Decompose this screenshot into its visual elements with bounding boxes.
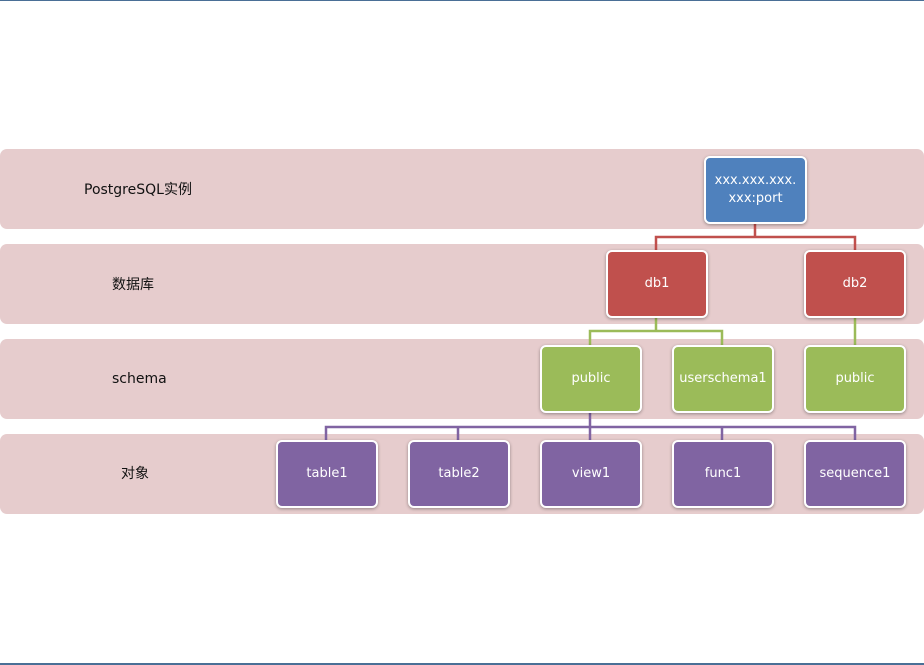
public-schema-label-db2: public: [835, 371, 875, 386]
sequence1-node: sequence1: [804, 440, 906, 508]
public-schema-label-db1: public: [571, 371, 611, 386]
table1-label: table1: [306, 466, 348, 481]
table1-node: table1: [276, 440, 378, 508]
view1-label: view1: [571, 466, 611, 481]
database-row-label: 数据库: [112, 277, 154, 293]
public-schema-node-db2: public: [804, 345, 906, 413]
instance-node-label: xxx.xxx.xxx.xxx:port: [714, 173, 797, 206]
object-row-label: 对象: [121, 466, 149, 482]
database-band: [0, 244, 924, 324]
func1-node: func1: [672, 440, 774, 508]
userschema1-node: userschema1: [672, 345, 774, 413]
sequence1-label: sequence1: [819, 466, 891, 481]
table2-node: table2: [408, 440, 510, 508]
db2-node-label: db2: [842, 276, 868, 291]
table2-label: table2: [438, 466, 480, 481]
db1-node-label: db1: [644, 276, 670, 291]
userschema1-label: userschema1: [679, 371, 767, 386]
view1-node: view1: [540, 440, 642, 508]
db2-node: db2: [804, 250, 906, 318]
public-schema-node-db1: public: [540, 345, 642, 413]
instance-node: xxx.xxx.xxx.xxx:port: [704, 156, 807, 224]
instance-row-label: PostgreSQL实例: [84, 182, 192, 198]
db1-node: db1: [606, 250, 708, 318]
func1-label: func1: [704, 466, 742, 481]
schema-row-label: schema: [112, 371, 167, 387]
